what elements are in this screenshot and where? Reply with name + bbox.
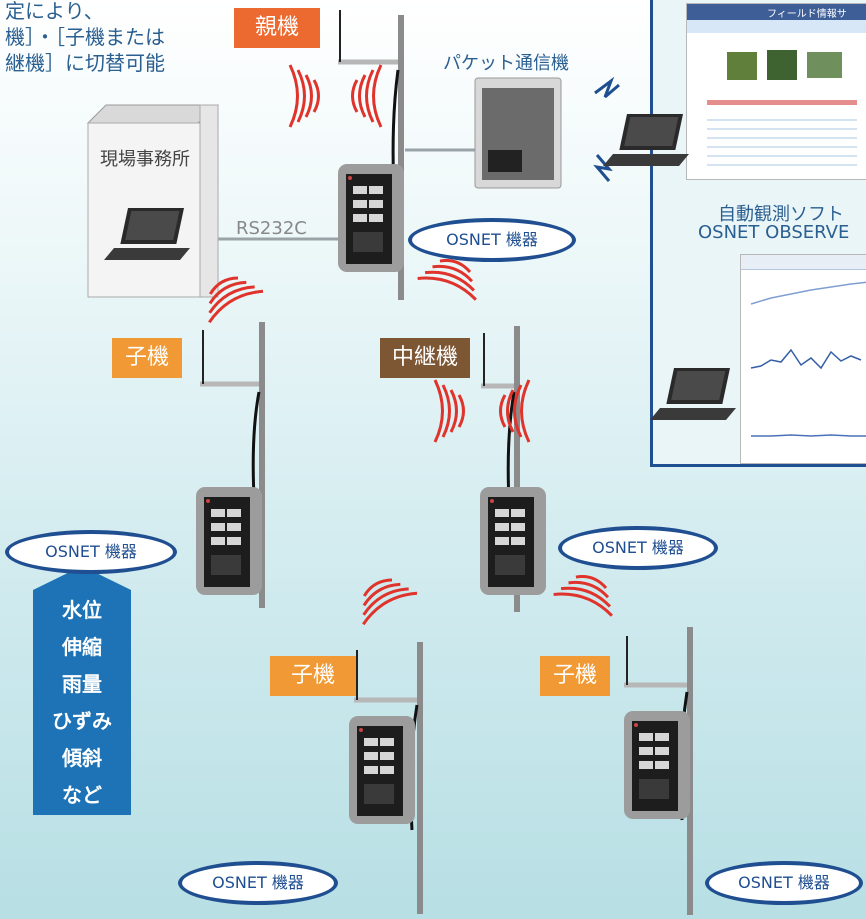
sensor-item: ひずみ [33, 703, 131, 740]
bottom-right-logger-unit [624, 711, 690, 819]
child-tag-bottom-middle: 子機 [270, 656, 356, 696]
note-line-3: 継機］に切替可能 [5, 51, 165, 75]
sensor-item: 雨量 [33, 666, 131, 703]
relay-tag: 中継機 [380, 338, 470, 378]
left-child-logger-unit [196, 487, 262, 595]
signal-bolt-lower [593, 154, 613, 182]
parent-pole [398, 15, 404, 300]
sensor-item: 水位 [33, 592, 131, 629]
osnet-device-left-child: OSNET 機器 [5, 530, 177, 574]
note-line-2: 機］・［子機または [5, 25, 165, 49]
parent-wave-right [351, 63, 383, 129]
note-line-1: 定により、 [5, 0, 104, 23]
sensor-list: 水位 伸縮 雨量 ひずみ 傾斜 など [33, 592, 131, 814]
osnet-device-relay: OSNET 機器 [558, 526, 718, 570]
observe-software-screen [740, 254, 866, 464]
signal-bolt-upper [594, 76, 620, 99]
osnet-device-bottom-middle: OSNET 機器 [178, 861, 338, 905]
parent-logger-unit [338, 164, 404, 272]
sensor-item: など [33, 777, 131, 814]
observe-laptop [650, 368, 736, 420]
bottom-right-wave [552, 566, 624, 618]
child-tag-bottom-right: 子機 [540, 656, 610, 696]
bottom-middle-logger-unit [349, 716, 415, 824]
osnet-device-bottom-right: OSNET 機器 [705, 861, 863, 905]
software-name: OSNET OBSERVE [698, 222, 850, 243]
sensor-item: 伸縮 [33, 629, 131, 666]
software-label: 自動観測ソフト [718, 204, 844, 225]
sensor-item: 傾斜 [33, 740, 131, 777]
child-tag-left: 子機 [112, 338, 182, 378]
parent-tag: 親機 [234, 8, 320, 48]
web-screen-titlebar [687, 4, 866, 20]
relay-wave-left [433, 378, 465, 444]
osnet-device-parent: OSNET 機器 [408, 218, 576, 262]
configuration-note: 定により、 機］・［子機または 継機］に切替可能 [5, 0, 165, 76]
office-label: 現場事務所 [100, 149, 190, 170]
web-laptop [603, 114, 689, 166]
monitoring-panel: フィールド情報サ 自動観測ソフト OSNET OBSERVE [603, 0, 866, 467]
bottom-middle-wave [347, 567, 419, 626]
web-screen-title: フィールド情報サ [767, 9, 847, 20]
rs232c-label: RS232C [236, 218, 307, 239]
web-service-screen: フィールド情報サ [686, 3, 866, 180]
packet-device-label: パケット通信機 [443, 53, 569, 74]
parent-wave-left [288, 63, 320, 129]
relay-logger-unit [480, 487, 546, 595]
